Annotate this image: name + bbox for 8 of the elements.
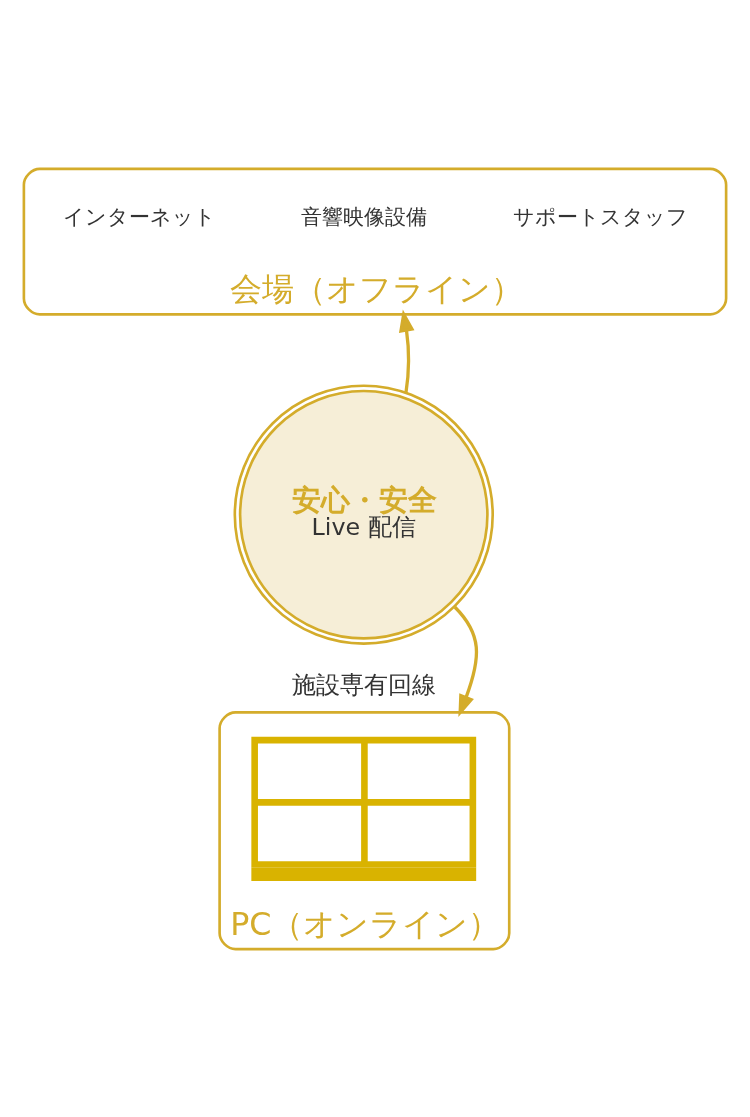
node-text: 音響映像設備 [300,203,427,229]
node-circle: 安心・安全 Live 配信 [233,383,494,645]
arrow [453,605,479,717]
arrow [398,308,415,393]
node-text: インターネット [62,203,216,229]
node-label: 施設専有回線 [291,670,436,699]
cluster: PC（オンライン） [218,710,511,950]
node-text: サポートスタッフ [513,203,689,229]
